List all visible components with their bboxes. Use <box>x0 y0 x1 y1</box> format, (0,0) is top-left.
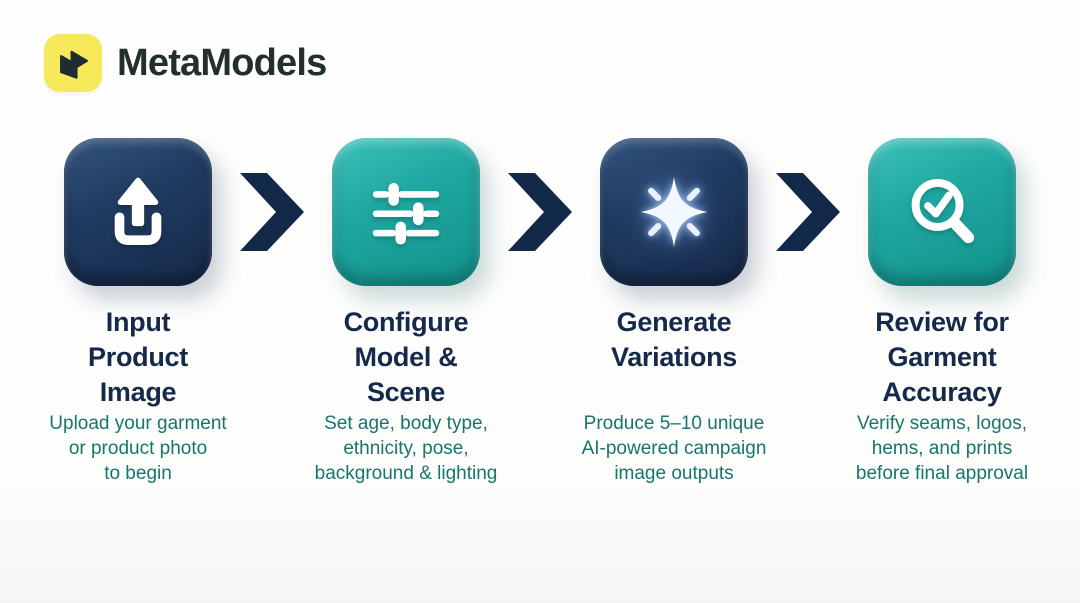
brand-logo-badge <box>44 34 102 92</box>
magnifier-check-icon <box>868 138 1016 286</box>
step-configure-model-scene: Configure Model & Scene Set age, body ty… <box>293 138 519 486</box>
brand-name: MetaModels <box>117 41 327 84</box>
flow-arrow-3 <box>776 138 840 251</box>
step-description: Upload your garment or product photo to … <box>49 413 227 484</box>
step-review-garment-accuracy: Review for Garment Accuracy Verify seams… <box>829 138 1055 486</box>
brand-header: MetaModels <box>0 0 1080 92</box>
process-steps-row: Input Product Image Upload your garment … <box>0 138 1080 486</box>
step-title: Generate Variations <box>610 307 738 372</box>
chevron-right-icon <box>776 173 840 251</box>
step-input-product-image: Input Product Image Upload your garment … <box>25 138 251 486</box>
step-title: Configure Model & Scene <box>343 307 469 407</box>
step-generate-variations: Generate Variations Produce 5–10 unique … <box>561 138 787 486</box>
chevron-right-icon <box>508 173 572 251</box>
sparkle-icon <box>600 138 748 286</box>
brand-logo-icon <box>60 50 89 79</box>
chevron-right-icon <box>240 173 304 251</box>
sliders-icon <box>332 138 480 286</box>
step-title: Input Product Image <box>88 307 188 407</box>
step-description: Set age, body type, ethnicity, pose, bac… <box>314 413 498 484</box>
step-description: Produce 5–10 unique AI-powered campaign … <box>581 413 767 484</box>
flow-arrow-2 <box>508 138 572 251</box>
step-description: Verify seams, logos, hems, and prints be… <box>855 413 1029 484</box>
upload-icon <box>64 138 212 286</box>
flow-arrow-1 <box>240 138 304 251</box>
step-title: Review for Garment Accuracy <box>875 307 1009 407</box>
